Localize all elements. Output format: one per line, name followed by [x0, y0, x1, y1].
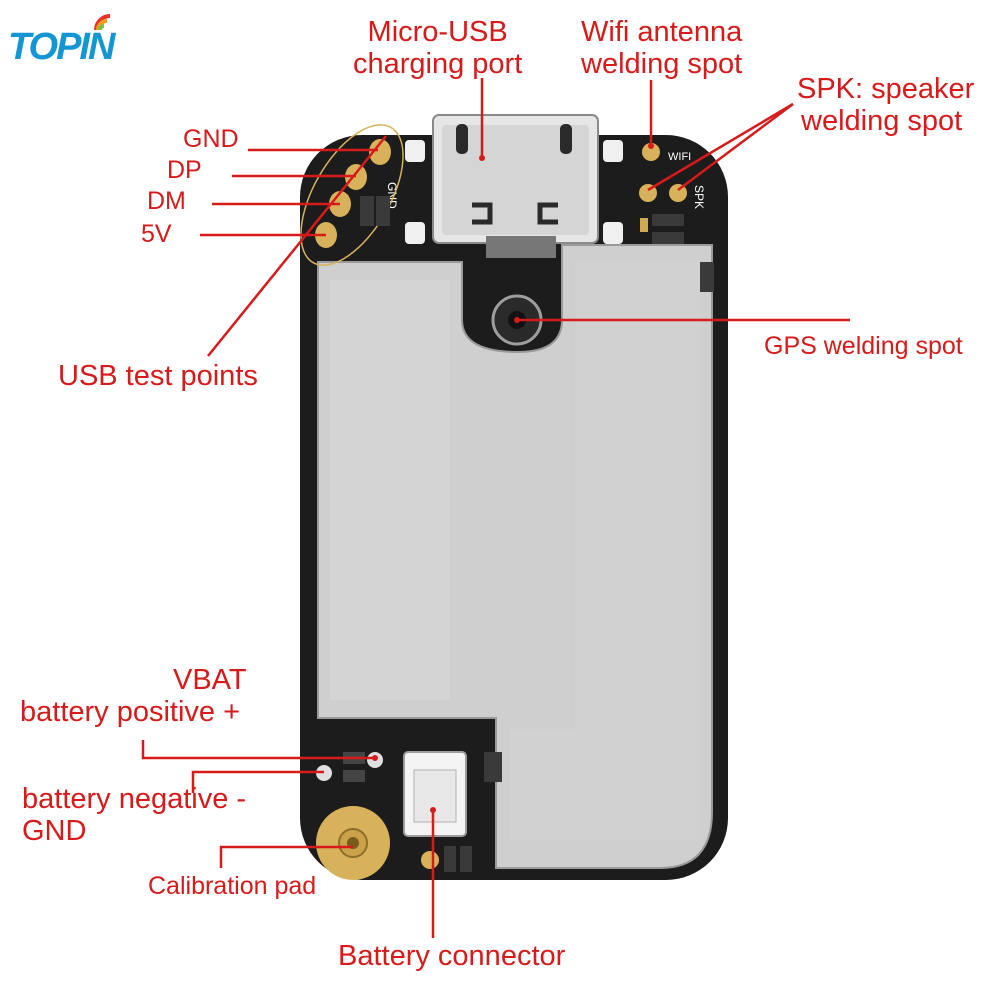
label-micro-usb: Micro-USB charging port	[353, 16, 522, 81]
silkscreen-spk: SPK	[692, 185, 706, 209]
label-5v: 5V	[141, 220, 172, 248]
label-wifi: Wifi antenna welding spot	[581, 16, 742, 81]
label-micro-usb-line1: Micro-USB	[367, 16, 508, 48]
micro-usb-connector	[432, 114, 599, 258]
label-wifi-line1: Wifi antenna	[581, 16, 743, 48]
label-dp: DP	[167, 156, 202, 184]
label-wifi-line2: welding spot	[581, 48, 743, 81]
label-usb-test-points: USB test points	[58, 360, 258, 392]
logo-text: TOPIN	[8, 26, 115, 68]
label-calibration-pad: Calibration pad	[148, 872, 317, 900]
wifi-signal-icon	[94, 14, 111, 31]
battery-connector	[403, 751, 467, 837]
label-battery-negative: battery negative - GND	[22, 783, 246, 848]
label-vbat-line1: VBAT	[173, 664, 247, 696]
annotation-lines	[141, 78, 850, 938]
label-gps: GPS welding spot	[764, 332, 963, 360]
topin-logo: TOPIN	[8, 8, 126, 70]
wifi-pad	[642, 143, 660, 161]
label-vbat: VBAT battery positive +	[20, 664, 247, 729]
label-vbat-line2: battery positive +	[20, 696, 241, 729]
label-battery-negative-line2: GND	[22, 815, 87, 848]
label-micro-usb-line2: charging port	[353, 48, 523, 81]
silkscreen-wifi: WIFI	[668, 151, 691, 163]
spk-pad-2	[669, 184, 687, 202]
label-battery-negative-line1: battery negative -	[22, 783, 247, 815]
label-spk-line1: SPK: speaker	[797, 73, 975, 105]
label-spk: SPK: speaker welding spot	[797, 73, 974, 138]
label-spk-line2: welding spot	[801, 105, 963, 138]
label-battery-connector: Battery connector	[338, 940, 566, 972]
label-dm: DM	[147, 187, 186, 215]
label-gnd: GND	[183, 125, 239, 153]
